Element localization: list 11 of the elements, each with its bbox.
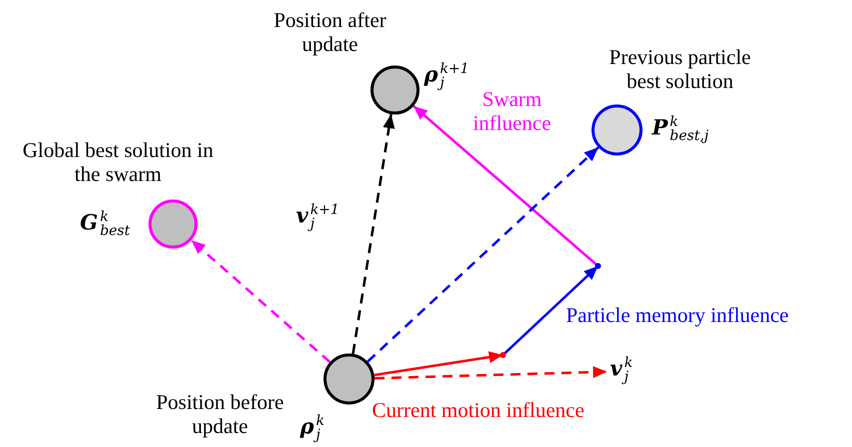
- arrow: [366, 146, 600, 363]
- arrow: [374, 366, 608, 380]
- arrow: [190, 239, 331, 364]
- arrow: [352, 114, 395, 354]
- node-caption: Previous particle best solution: [608, 45, 752, 93]
- node-caption: Position before update: [155, 390, 285, 438]
- arrow: [502, 265, 599, 356]
- vertex-dot: [500, 352, 506, 358]
- node-caption: Global best solution in the swarm: [22, 138, 214, 186]
- node-caption: Position after update: [272, 8, 388, 56]
- arrow: [412, 105, 599, 267]
